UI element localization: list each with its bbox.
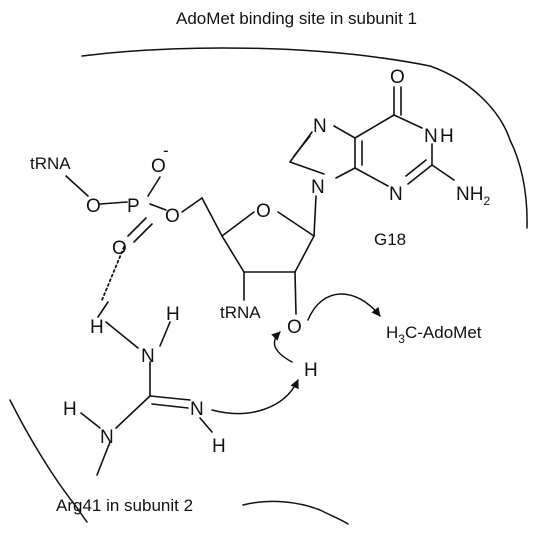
arg-h-top-right: H (166, 304, 180, 325)
caption-binding-site: AdoMet binding site in subunit 1 (176, 9, 417, 28)
subunit2-outline-bottom (242, 500, 349, 525)
guanine-n9: N (311, 177, 325, 198)
bond-lines (65, 86, 455, 476)
ribose-o2: O (287, 317, 302, 338)
arg-n-left: N (100, 427, 114, 448)
guanine-nh2: NH2 (456, 184, 490, 208)
phosphate-o-top: O (151, 156, 166, 177)
guanine-n3: N (389, 184, 403, 205)
phosphate-o-bridge-left: O (86, 196, 101, 217)
label-g18: G18 (374, 230, 406, 249)
arrow-nh-to-oh (211, 379, 299, 415)
arg-n-top: N (141, 346, 155, 367)
arg-h-left: H (63, 399, 77, 420)
caption-arg41: Arg41 in subunit 2 (56, 496, 193, 515)
hydrogen-bond-dotted (101, 246, 125, 301)
ribose-h2: H (304, 360, 318, 381)
phosphate-o-bridge-right: O (165, 206, 180, 227)
subunit2-outline-left (9, 399, 88, 523)
phosphate-o-double: O (112, 238, 127, 259)
label-methyl-donor: H3C-AdoMet (386, 323, 482, 346)
subunit1-outline (81, 47, 528, 229)
guanine-h1: H (440, 126, 454, 147)
phosphate-charge: - (163, 141, 169, 160)
phosphate-trna-label: tRNA (30, 154, 71, 173)
ribose-trna-label: tRNA (220, 303, 261, 322)
guanine-n1: N (424, 126, 438, 147)
phosphate-p: P (127, 196, 140, 217)
ribose-ring-o: O (256, 201, 271, 222)
arg-h-bottom: H (212, 436, 226, 457)
guanine-o6: O (390, 67, 405, 88)
guanine-n7: N (313, 116, 327, 137)
arg-h-top-left: H (90, 317, 104, 338)
arg-n-right: N (190, 399, 204, 420)
arrow-o-to-methyl (307, 293, 381, 321)
arrow-oh-to-o (271, 331, 293, 363)
